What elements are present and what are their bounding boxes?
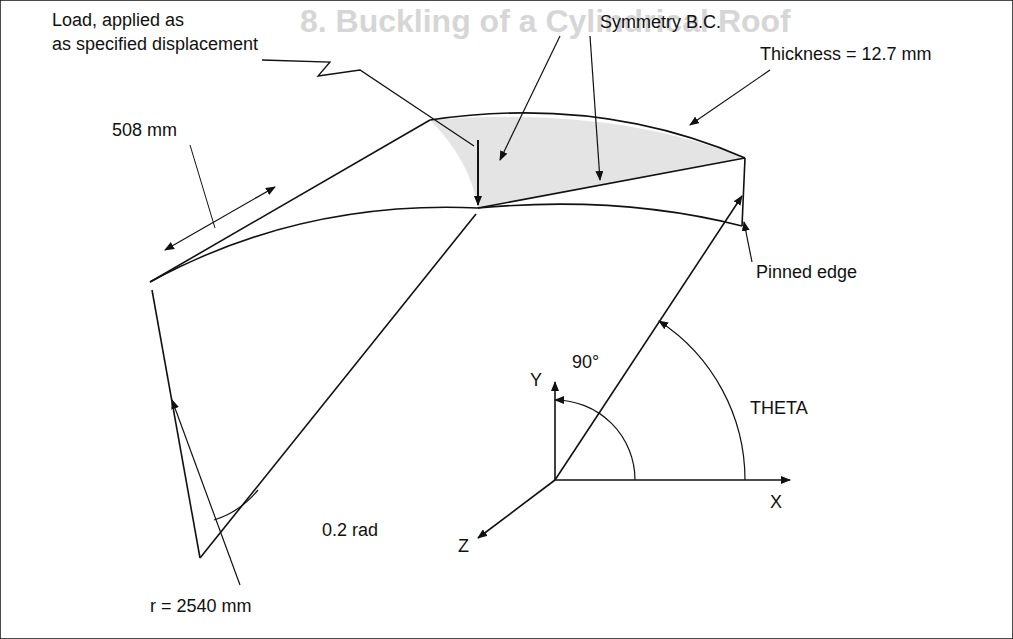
axis-label: Z: [458, 536, 469, 557]
angle-dimension: 0.2 rad: [322, 520, 378, 541]
callout-label: Symmetry B.C.: [600, 12, 721, 33]
thickness-dimension: Thickness = 12.7 mm: [760, 44, 932, 65]
angle-label: THETA: [750, 398, 808, 419]
axis-label: Y: [530, 370, 542, 391]
axis-label: X: [770, 492, 782, 513]
angle-label: 90°: [572, 352, 599, 373]
load-note: Load, applied as: [52, 10, 184, 31]
radius-dimension: r = 2540 mm: [150, 596, 252, 617]
callout-label: Pinned edge: [756, 262, 857, 283]
load-note: as specified displacement: [52, 34, 258, 55]
length-dimension: 508 mm: [112, 120, 177, 141]
